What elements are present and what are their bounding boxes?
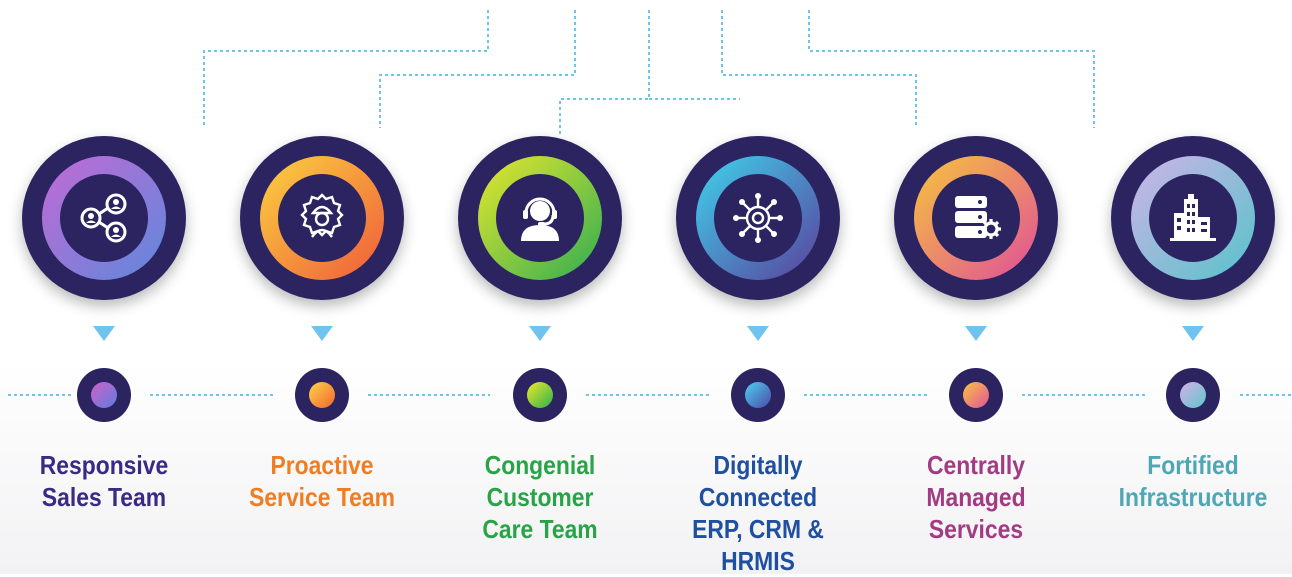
label-line: Congenial [484,450,596,480]
icon-holder [1149,174,1237,262]
down-arrow-icon [1182,326,1204,341]
engineer-gear-icon [295,191,349,245]
timeline-dot [77,368,131,422]
icon-holder [278,174,366,262]
label-line: Responsive [39,450,169,480]
timeline-dot-core [527,382,553,408]
label-line: Digitally [713,450,803,480]
label-line: Customer [486,482,594,512]
icon-holder [932,174,1020,262]
icon-badge [1111,136,1275,300]
gradient-ring [478,156,602,280]
gradient-ring [260,156,384,280]
down-arrow-icon [747,326,769,341]
timeline-dot-core [963,382,989,408]
icon-badge [458,136,622,300]
icon-badge [22,136,186,300]
down-arrow-icon [93,326,115,341]
gradient-ring [1131,156,1255,280]
label-line: ERP, CRM & [692,514,824,544]
timeline-dot [949,368,1003,422]
icon-badge [894,136,1058,300]
label-line: Fortified [1147,450,1239,480]
label-line: Service Team [249,482,395,512]
label-line: Services [928,514,1024,544]
down-arrow-icon [529,326,551,341]
label-line: Sales Team [41,482,167,512]
gradient-ring [42,156,166,280]
share-network-icon [77,191,131,245]
timeline-dot [295,368,349,422]
down-arrow-icon [311,326,333,341]
label-line: Connected [698,482,818,512]
timeline-dot [513,368,567,422]
label-line: Centrally [927,450,1025,480]
city-buildings-icon [1166,191,1220,245]
headset-agent-icon [513,191,567,245]
timeline-dot [731,368,785,422]
icon-badge [676,136,840,300]
timeline-dot-core [745,382,771,408]
label-line: Managed [926,482,1026,512]
timeline-dot-core [309,382,335,408]
network-hub-icon [731,191,785,245]
icon-badge [240,136,404,300]
label-line: Infrastructure [1118,482,1268,512]
label-line: Proactive [270,450,374,480]
icon-holder [60,174,148,262]
gradient-ring [696,156,820,280]
down-arrow-icon [965,326,987,341]
gradient-ring [914,156,1038,280]
icon-holder [714,174,802,262]
server-gear-icon [949,191,1003,245]
timeline-dot-core [91,382,117,408]
timeline-dot-core [1180,382,1206,408]
label-line: HRMIS [721,546,795,576]
label-line: Care Team [482,514,598,544]
icon-holder [496,174,584,262]
timeline-dot [1166,368,1220,422]
